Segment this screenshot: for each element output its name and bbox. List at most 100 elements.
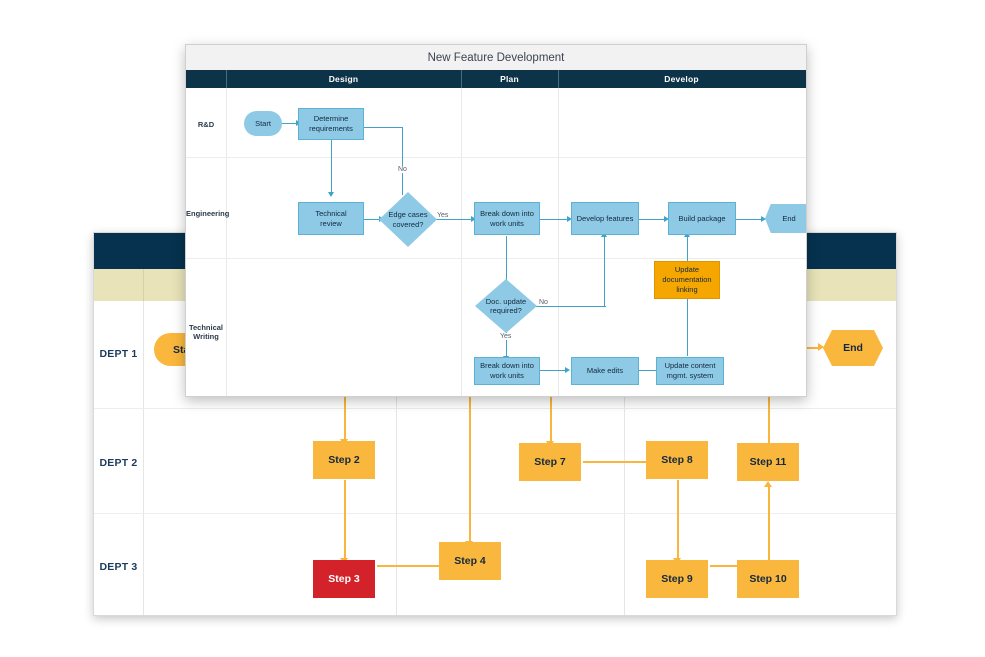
flowchart-row-divider (186, 157, 806, 158)
node-text-line-2: documentation (662, 275, 712, 285)
flowchart-column-divider (461, 88, 462, 396)
edge-label-no: No (397, 166, 408, 173)
node-end[interactable]: End (765, 204, 806, 233)
connector-step10-step11 (768, 485, 770, 563)
flowchart-column-divider (558, 88, 559, 396)
node-break-down-work-units-plan[interactable]: Break down into work units (474, 202, 540, 235)
connector-edgecases-no-left (364, 127, 403, 129)
node-text-line-1: Technical (315, 208, 347, 218)
node-text-line-1: Edge cases (388, 210, 428, 220)
node-step-8[interactable]: Step 8 (646, 441, 708, 479)
connector-step4-step5 (469, 353, 471, 543)
node-start[interactable]: Start (244, 111, 282, 136)
node-text-line-2: work units (490, 218, 524, 228)
node-text-line-1: Doc. update (485, 296, 527, 306)
edge-label-yes: Yes (436, 212, 450, 219)
node-technical-review[interactable]: Technical review (298, 202, 364, 235)
connector-step6-step7 (550, 353, 552, 443)
node-update-content-mgmt-system[interactable]: Update content mgmt. system (656, 357, 724, 385)
connector-breakdown2-makeedits (539, 370, 567, 372)
edge-label-doc-no: No (538, 299, 549, 306)
connector-buildpkg-end (736, 219, 763, 221)
connector-step8-step9 (677, 480, 679, 560)
node-step-7[interactable]: Step 7 (519, 443, 581, 481)
connector-breakdown-devfeatures (539, 219, 569, 221)
connector-arrowhead (818, 343, 824, 351)
node-doc-update-required[interactable]: Doc. update required? (475, 279, 537, 333)
connector-arrowhead (764, 481, 772, 487)
node-text-line-2: review (320, 218, 342, 228)
connector-determine-techreview (331, 140, 333, 194)
node-make-edits[interactable]: Make edits (571, 357, 639, 385)
connector-arrowhead (664, 215, 669, 222)
flowchart-lane-label-rd: R&D (197, 120, 215, 129)
column-header-develop: Develop (664, 74, 699, 84)
flowchart-column-divider (226, 88, 227, 396)
node-step-2[interactable]: Step 2 (313, 441, 375, 479)
connector-docupdate-yes (506, 330, 508, 358)
swimlane-row-divider (94, 408, 896, 409)
connector-docupdate-no-up (604, 236, 606, 307)
flowchart-lane-label-tech-writing: Technical Writing (186, 323, 226, 342)
flowchart-row-divider (186, 258, 806, 259)
column-separator (461, 70, 462, 88)
swimlane-column-divider (143, 301, 144, 615)
lane-label-line-1: Technical (188, 323, 224, 332)
column-separator (226, 70, 227, 88)
connector-step3-step4 (377, 565, 452, 567)
flowchart-title: New Feature Development (186, 45, 806, 71)
node-text-line-1: Update content (664, 361, 716, 371)
node-text-line-1: Update (674, 265, 700, 275)
connector-techreview-edgecases (363, 219, 381, 221)
node-edge-cases-covered[interactable]: Edge cases covered? (379, 192, 437, 247)
node-step-11[interactable]: Step 11 (737, 443, 799, 481)
node-step-9[interactable]: Step 9 (646, 560, 708, 598)
connector-to-end (794, 347, 820, 349)
connector-devfeatures-buildpkg (639, 219, 666, 221)
connector-arrowhead (565, 366, 570, 373)
node-step-3[interactable]: Step 3 (313, 560, 375, 598)
node-text-line-2: requirements (309, 124, 353, 133)
node-text-line-3: linking (676, 284, 698, 294)
node-step-10[interactable]: Step 10 (737, 560, 799, 598)
column-header-plan: Plan (500, 74, 519, 84)
connector-breakdown-docupdate (506, 236, 508, 298)
node-text-line-2: mgmt. system (666, 371, 714, 380)
node-break-down-work-units-writing[interactable]: Break down into work units (474, 357, 540, 385)
swimlane-column-divider (624, 301, 625, 615)
node-develop-features[interactable]: Develop features (571, 202, 639, 235)
swimlane-label-dept-3: DEPT 3 (99, 561, 138, 573)
connector-docupdate-no-right (530, 306, 606, 308)
swimlane-column-divider (396, 301, 397, 615)
column-separator (558, 70, 559, 88)
connector-step2-step3 (344, 480, 346, 560)
node-update-documentation-linking[interactable]: Update documentation linking (654, 261, 720, 299)
connector-start-determine (280, 123, 298, 125)
node-end[interactable]: End (823, 330, 883, 366)
node-determine-requirements[interactable]: Determine requirements (298, 108, 364, 140)
connector-makeedits-updatecms (639, 370, 661, 372)
node-text-line-1: Break down into (480, 361, 534, 371)
column-header-design: Design (328, 74, 359, 84)
connector-updatecms-updatedoc (687, 271, 689, 356)
swimlane-label-dept-2: DEPT 2 (99, 457, 138, 469)
connector-arrowhead (567, 215, 572, 222)
node-text-line-2: covered? (392, 219, 424, 229)
connector-step7-step8 (583, 461, 658, 463)
swimlane-row-divider (94, 513, 896, 514)
connector-step1-step2 (344, 353, 346, 441)
node-step-4[interactable]: Step 4 (439, 542, 501, 580)
node-text-line-2: required? (490, 306, 522, 315)
node-build-package[interactable]: Build package (668, 202, 736, 235)
lane-label-line-2: Writing (193, 332, 219, 342)
flowchart-column-header: Design Plan Develop (186, 70, 806, 88)
swimlane-label-dept-1: DEPT 1 (99, 348, 138, 360)
connector-edgecases-yes (423, 219, 473, 221)
edge-label-doc-yes: Yes (499, 333, 513, 340)
node-text-line-2: work units (490, 371, 524, 380)
node-text-line-1: Determine (313, 114, 349, 124)
feature-flowchart[interactable]: New Feature Development Design Plan Deve… (185, 44, 807, 397)
connector-updatedoc-buildpkg (687, 236, 689, 261)
node-text-line-1: Break down into (480, 208, 534, 218)
